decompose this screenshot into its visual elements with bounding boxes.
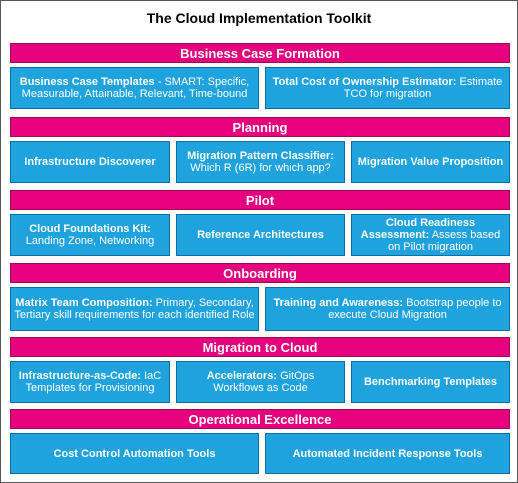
tool-box-benchmarking-templates: Benchmarking Templates [351, 361, 510, 403]
tool-box-desc: Estimate TCO for migration [343, 76, 503, 100]
tool-box-title: Cost Control Automation Tools [53, 447, 216, 460]
tool-box-title: Benchmarking Templates [363, 376, 498, 388]
tool-box-training-and-awareness: Training and Awareness: Bootstrap people… [265, 287, 510, 331]
tool-box-desc: GitOps Workflows as Code [213, 370, 315, 394]
tool-box-reference-architectures: Reference Architectures [176, 214, 345, 256]
tool-box-cloud-foundations-kit: Cloud Foundations Kit: Landing Zone, Net… [10, 214, 170, 256]
tool-box-desc: Primary, Secondary, Tertiary skill requi… [14, 297, 255, 321]
section-bar-onboarding: Onboarding [10, 263, 510, 283]
tool-box-title: Reference Architectures [197, 229, 324, 241]
tool-box-title: Matrix Team Composition: [15, 297, 153, 309]
section-bar-planning: Planning [10, 117, 510, 137]
section-bar-migration-to-cloud: Migration to Cloud [10, 337, 510, 357]
tool-box-cloud-readiness-assessment: Cloud Readiness Assessment: Assess based… [351, 214, 510, 256]
tool-box-migration-pattern-classifier: Migration Pattern Classifier: Which R (6… [176, 141, 345, 183]
tool-box-tco-estimator: Total Cost of Ownership Estimator: Estim… [265, 67, 510, 109]
tool-box-title: Migration Pattern Classifier: [187, 150, 334, 162]
tool-box-title: Migration Value Proposition [357, 156, 504, 168]
tool-box-title: Business Case Templates [19, 76, 155, 88]
tool-box-title: Automated Incident Response Tools [292, 447, 483, 460]
tool-box-desc: Landing Zone, Networking [25, 235, 155, 247]
tool-box-infrastructure-discoverer: Infrastructure Discoverer [10, 141, 170, 183]
tool-box-automated-incident-response: Automated Incident Response Tools [265, 433, 510, 474]
tool-box-desc: - SMART: Specific, Measurable, Attainabl… [21, 76, 250, 100]
tool-box-matrix-team-composition: Matrix Team Composition: Primary, Second… [10, 287, 259, 331]
section-bar-business-case: Business Case Formation [10, 43, 510, 63]
diagram-title: The Cloud Implementation Toolkit [146, 10, 372, 26]
tool-box-desc: IaC Templates for Provisioning [25, 370, 162, 394]
tool-box-title: Cloud Readiness Assessment: [360, 217, 476, 241]
section-bar-pilot: Pilot [10, 190, 510, 210]
tool-box-title: Infrastructure Discoverer [24, 156, 156, 168]
tool-box-business-case-templates: Business Case Templates - SMART: Specifi… [10, 67, 259, 109]
tool-box-title: Accelerators: [206, 370, 278, 382]
tool-box-infrastructure-as-code: Infrastructure-as-Code: IaC Templates fo… [10, 361, 170, 403]
tool-box-migration-value-proposition: Migration Value Proposition [351, 141, 510, 183]
tool-box-cost-control-automation: Cost Control Automation Tools [10, 433, 259, 474]
tool-box-title: Cloud Foundations Kit: [29, 223, 151, 235]
tool-box-title: Total Cost of Ownership Estimator: [272, 76, 457, 88]
tool-box-desc: Assess based on Pilot migration [388, 229, 501, 253]
section-bar-operational-excellence: Operational Excellence [10, 409, 510, 429]
tool-box-title: Infrastructure-as-Code: [18, 370, 142, 382]
tool-box-accelerators: Accelerators: GitOps Workflows as Code [176, 361, 345, 403]
tool-box-desc: Which R (6R) for which app? [190, 162, 331, 174]
tool-box-title: Training and Awareness: [273, 297, 404, 309]
tool-box-desc: Bootstrap people to execute Cloud Migrat… [328, 297, 502, 321]
